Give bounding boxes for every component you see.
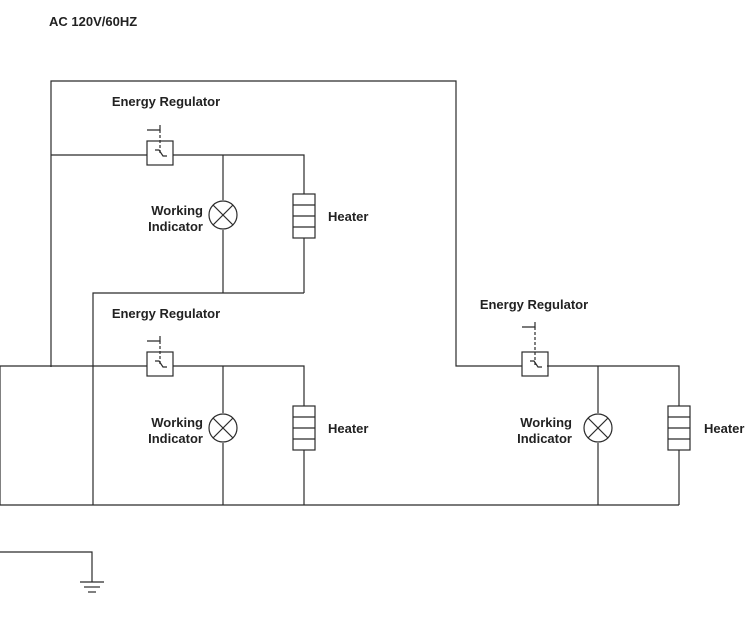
indicator-label-2-line1: Working [151, 415, 203, 430]
switch-icon [146, 125, 174, 166]
heating-unit-1: Energy Regulator Working Indicator Heate… [51, 94, 368, 505]
unit1-return [92, 292, 304, 505]
indicator-label-3-line2: Indicator [517, 431, 572, 446]
indicator-label-2-line2: Indicator [148, 431, 203, 446]
lamp-icon [208, 200, 238, 230]
ground-icon [80, 581, 104, 593]
heater-label-2: Heater [328, 421, 368, 436]
switch-icon [146, 336, 174, 377]
supply-line-top-loop [50, 80, 522, 367]
regulator-label-3: Energy Regulator [480, 297, 588, 312]
heating-unit-3: Energy Regulator Working Indicator Heate… [480, 297, 744, 505]
heater-icon [292, 405, 316, 451]
regulator-label-2: Energy Regulator [112, 306, 220, 321]
lamp-icon [208, 413, 238, 443]
lamp-icon [583, 413, 613, 443]
unit2-live-rail [173, 365, 305, 406]
heater-label-1: Heater [328, 209, 368, 224]
heater-label-3: Heater [704, 421, 744, 436]
indicator-label-1-line2: Indicator [148, 219, 203, 234]
switch-icon [521, 322, 549, 377]
regulator-label-1: Energy Regulator [112, 94, 220, 109]
heating-unit-2: Energy Regulator Working Indicator Heate… [112, 306, 368, 505]
unit3-live-rail [547, 365, 680, 406]
heater-icon [292, 193, 316, 239]
supply-label: AC 120V/60HZ [49, 14, 138, 29]
indicator-label-1-line1: Working [151, 203, 203, 218]
heater-icon [667, 405, 691, 451]
unit1-live-rail [173, 154, 305, 194]
main-wiring [0, 80, 679, 582]
ground-lead [0, 551, 93, 582]
indicator-label-3-line1: Working [520, 415, 572, 430]
